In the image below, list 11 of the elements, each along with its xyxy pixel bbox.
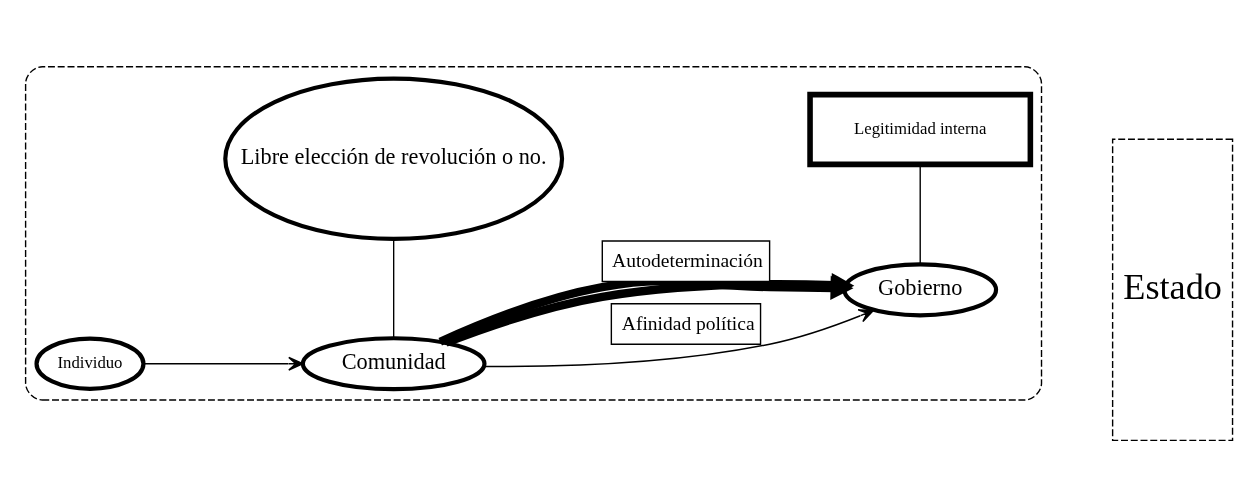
node-ellipse: Individuo: [34, 336, 146, 391]
edge-label: Afinidad política: [621, 312, 755, 334]
node-ellipse: Comunidad: [300, 335, 487, 391]
node-ellipse: Gobierno: [842, 261, 999, 317]
edge-label: Autodeterminación: [612, 249, 763, 271]
node-ellipse: Libre elección de revolución o no.: [223, 76, 565, 241]
arrow: [143, 356, 304, 371]
node-box: Estado: [1111, 138, 1234, 441]
cluster: [24, 65, 1043, 401]
node-box: Legitimidad interna: [807, 91, 1034, 167]
arrow: [483, 308, 875, 367]
